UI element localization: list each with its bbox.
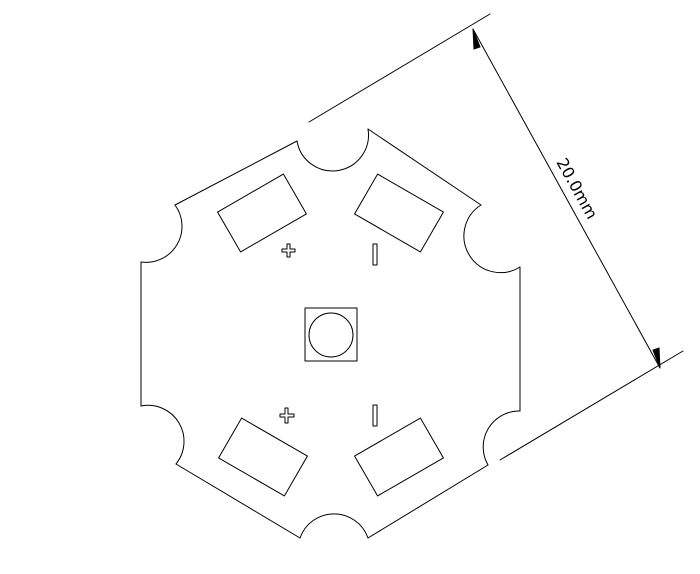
outline-top-right-edge (367, 128, 482, 206)
notch-top (296, 128, 369, 172)
minus-symbol-bottom-right (372, 404, 378, 427)
outline-bottom-right-edge (367, 464, 489, 539)
plus-symbol-bottom-left (279, 407, 295, 424)
notch-lower-left (140, 404, 185, 465)
pad-top-left (217, 173, 307, 253)
polarity-markings: + I + I (279, 243, 378, 427)
led-lens (308, 312, 354, 358)
notch-lower-right (482, 410, 521, 466)
pad-top-right (354, 173, 444, 253)
dimension-line (472, 28, 661, 369)
minus-symbol-top-right (372, 243, 378, 266)
extension-line-lower (499, 350, 684, 461)
plus-symbol-top-left (281, 243, 296, 258)
outline-bottom-left-edge (175, 463, 301, 539)
solder-pads (217, 173, 444, 497)
dimension-annotation: 20.0mm (308, 13, 684, 461)
dimension-label: 20.0mm (553, 155, 602, 223)
notch-upper-left (140, 204, 183, 263)
center-led (304, 307, 358, 362)
outline-top-left-edge (174, 140, 298, 206)
led-package (304, 307, 358, 362)
extension-line-upper (308, 13, 491, 123)
arrowhead-upper (472, 28, 481, 50)
notch-bottom (299, 513, 369, 539)
arrowhead-lower (652, 347, 661, 369)
pad-bottom-left (218, 417, 308, 497)
board-outline (140, 128, 521, 539)
notch-upper-right (463, 204, 521, 274)
pad-bottom-right (354, 417, 444, 497)
